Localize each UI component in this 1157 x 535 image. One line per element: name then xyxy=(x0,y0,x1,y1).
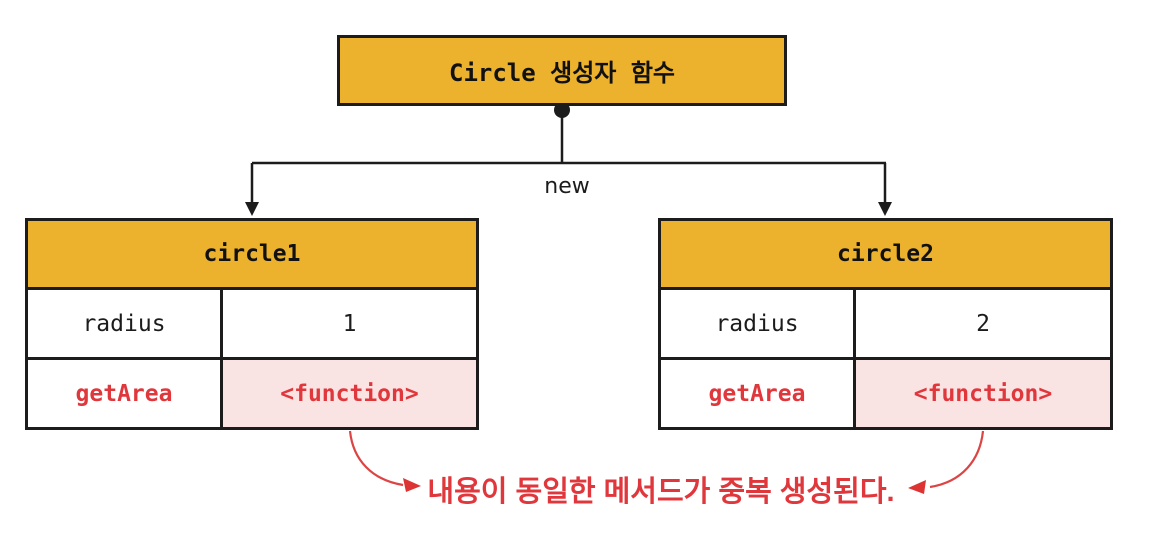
property-key: radius xyxy=(661,290,856,357)
object-header: circle2 xyxy=(661,221,1110,290)
curved-arrow-left-icon xyxy=(908,480,926,494)
property-key: radius xyxy=(28,290,223,357)
constructor-box-label: Circle 생성자 함수 xyxy=(449,59,675,87)
table-row: radius 1 xyxy=(28,290,476,357)
object-header: circle1 xyxy=(28,221,476,290)
method-key: getArea xyxy=(28,360,223,427)
method-key: getArea xyxy=(661,360,856,427)
table-row: radius 2 xyxy=(661,290,1110,357)
method-value: <function> xyxy=(223,360,476,427)
new-operator-label: new xyxy=(544,174,590,199)
constructor-box: Circle 생성자 함수 xyxy=(337,35,787,106)
curved-arrow-right-icon xyxy=(403,478,421,492)
table-row: getArea <function> xyxy=(661,357,1110,427)
property-value: 1 xyxy=(342,310,357,337)
down-arrow-icon xyxy=(878,202,892,216)
table-row: getArea <function> xyxy=(28,357,476,427)
method-value: <function> xyxy=(856,360,1110,427)
property-value: 2 xyxy=(976,310,990,337)
annotation-text: 내용이 동일한 메서드가 중복 생성된다. xyxy=(427,476,895,508)
object-table-circle2: circle2 radius 2 getArea <function> xyxy=(658,218,1113,430)
down-arrow-icon xyxy=(245,202,259,216)
object-table-circle1: circle1 radius 1 getArea <function> xyxy=(25,218,479,430)
